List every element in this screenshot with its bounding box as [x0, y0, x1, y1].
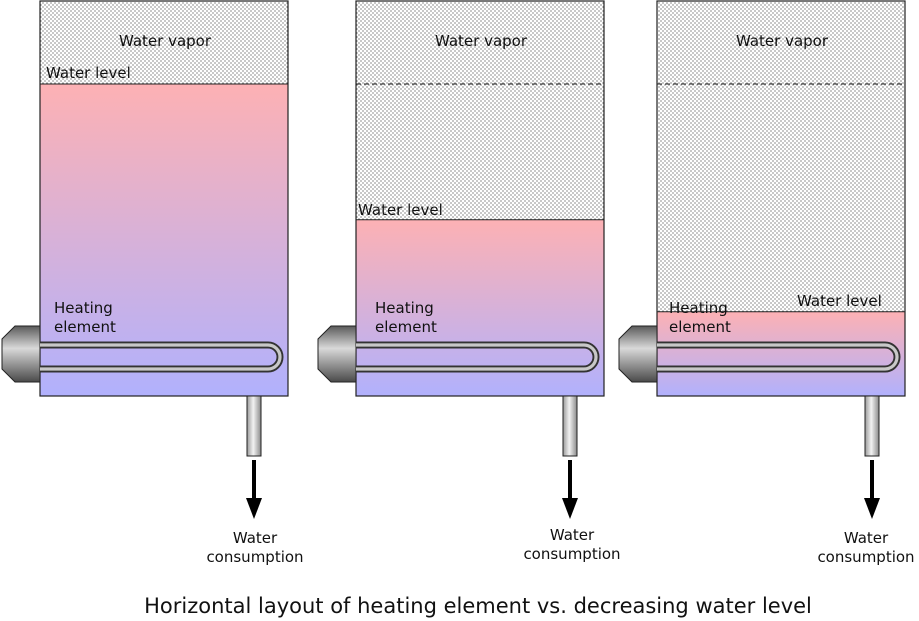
heating-element-label-line2: element: [375, 318, 437, 336]
heating-element-connector: [317, 325, 357, 383]
tank-outline: [39, 0, 289, 397]
consumption-label-line2: consumption: [817, 548, 914, 566]
consumption-arrow-head: [864, 498, 880, 519]
tank-panel-2: Water vapor Water level Heating element …: [317, 0, 621, 563]
consumption-arrow-head: [562, 498, 578, 519]
heating-element-connector: [618, 325, 658, 383]
water-body: [657, 311, 905, 396]
heating-element-label-line1: Heating: [54, 299, 113, 317]
heating-element: [618, 325, 901, 383]
heating-element-connector: [1, 325, 41, 383]
heating-element-label-line2: element: [669, 318, 731, 336]
consumption-label-line1: Water: [844, 529, 889, 547]
heating-element-label-line2: element: [54, 318, 116, 336]
vapor-label: Water vapor: [119, 32, 212, 50]
outlet-pipe: [864, 395, 880, 457]
consumption-label-line2: consumption: [206, 548, 303, 566]
water-level-label: Water level: [46, 64, 131, 82]
water-body: [40, 84, 288, 396]
tank-outline: [656, 0, 906, 397]
heating-element-label-line1: Heating: [375, 299, 434, 317]
heating-element-label-line1: Heating: [669, 299, 728, 317]
heating-element: [317, 325, 600, 383]
vapor-label: Water vapor: [736, 32, 829, 50]
heating-element: [1, 325, 284, 383]
consumption-label-line1: Water: [550, 526, 595, 544]
consumption-arrow-head: [246, 498, 262, 519]
tank-panel-3: Water vapor Water level Heating element …: [618, 0, 915, 566]
tank-outline: [355, 0, 605, 397]
outlet-pipe: [562, 395, 578, 457]
water-level-label: Water level: [358, 201, 443, 219]
vapor-label: Water vapor: [435, 32, 528, 50]
tank-panel-1: Water vapor Water level Heating element …: [1, 0, 304, 566]
consumption-label-line2: consumption: [523, 545, 620, 563]
outlet-pipe: [246, 395, 262, 457]
consumption-label-line1: Water: [233, 529, 278, 547]
diagram-caption: Horizontal layout of heating element vs.…: [144, 594, 812, 618]
water-level-label: Water level: [797, 292, 882, 310]
